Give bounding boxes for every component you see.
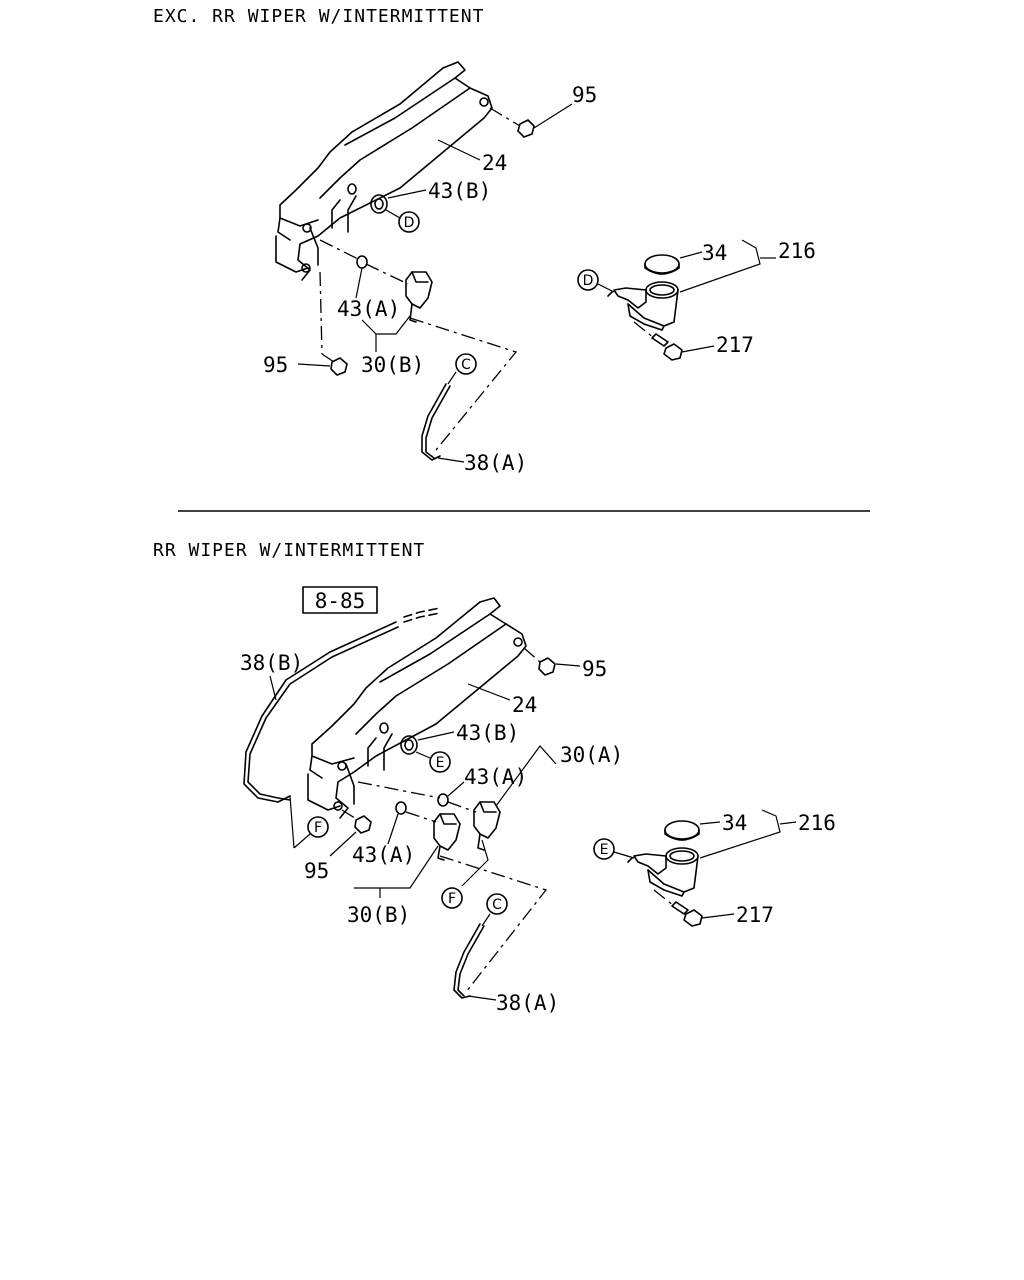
bottom-nozzle-30a <box>473 801 501 851</box>
top-label-34: 34 <box>702 241 727 265</box>
bottom-label-34: 34 <box>722 811 747 835</box>
bottom-hose-38a <box>453 913 491 999</box>
bottom-label-43a-upper: 43(A) <box>464 765 527 789</box>
top-wiper-arm <box>275 61 493 281</box>
top-grommet-43a <box>319 239 409 285</box>
bottom-label-30a: 30(A) <box>560 743 623 767</box>
top-label-95-right: 95 <box>572 83 597 107</box>
top-nut-95-left <box>297 357 348 376</box>
bottom-marker-e-tank <box>593 838 615 860</box>
bottom-marker-e-tank-text: E <box>600 842 609 858</box>
top-marker-d-arm <box>398 211 420 233</box>
bottom-marker-e-arm <box>429 751 451 773</box>
top-label-43a: 43(A) <box>337 297 400 321</box>
top-nut-95-right <box>489 103 573 138</box>
bottom-marker-e-arm-text: E <box>436 755 445 771</box>
bottom-ref-box-text: 8-85 <box>315 589 366 613</box>
top-label-43b: 43(B) <box>428 179 491 203</box>
top-section-title: EXC. RR WIPER W/INTERMITTENT <box>153 6 484 27</box>
top-marker-c-text: C <box>461 357 471 373</box>
top-grommet-43b <box>370 189 427 214</box>
top-marker-c <box>455 353 477 375</box>
bottom-label-95-left: 95 <box>304 859 329 883</box>
bottom-ref-box <box>302 586 378 614</box>
top-label-216: 216 <box>778 239 816 263</box>
top-tank-assembly <box>607 254 680 331</box>
top-label-217: 217 <box>716 333 754 357</box>
bottom-marker-f-left <box>307 816 329 838</box>
top-bolt-217 <box>633 321 715 361</box>
bottom-marker-f-mid-text: F <box>448 891 456 907</box>
top-hose-38a <box>421 371 457 461</box>
top-marker-d-arm-text: D <box>404 215 415 231</box>
bottom-grommet-43a-lower <box>395 801 437 823</box>
top-label-30b: 30(B) <box>361 353 424 377</box>
bottom-label-38a: 38(A) <box>496 991 559 1015</box>
bottom-nozzle-30b <box>433 813 461 861</box>
bottom-hose-38b <box>243 621 399 849</box>
bottom-label-95-right: 95 <box>582 657 607 681</box>
bottom-nut-95-right <box>523 647 581 676</box>
bottom-nut-95-left <box>329 815 372 857</box>
bottom-wiper-arm <box>307 597 527 819</box>
top-marker-d-tank-text: D <box>583 273 594 289</box>
bottom-marker-f-left-text: F <box>314 820 322 836</box>
bottom-marker-c <box>486 893 508 915</box>
bottom-label-216: 216 <box>798 811 836 835</box>
bottom-label-43a-lower: 43(A) <box>352 843 415 867</box>
top-nozzle-30b <box>405 271 433 323</box>
bottom-label-30b: 30(B) <box>347 903 410 927</box>
bottom-marker-f-mid <box>441 887 463 909</box>
top-label-38a: 38(A) <box>464 451 527 475</box>
bottom-grommet-43b <box>400 731 455 755</box>
bottom-label-43b: 43(B) <box>456 721 519 745</box>
bottom-label-38b: 38(B) <box>240 651 303 675</box>
top-label-24: 24 <box>482 151 507 175</box>
bottom-bolt-217 <box>653 889 735 927</box>
top-marker-d-tank <box>577 269 599 291</box>
bottom-section-title: RR WIPER W/INTERMITTENT <box>153 540 425 561</box>
top-label-95-left: 95 <box>263 353 288 377</box>
bottom-label-24: 24 <box>512 693 537 717</box>
bottom-marker-c-text: C <box>492 897 502 913</box>
bottom-grommet-43a-upper <box>357 781 477 813</box>
bottom-label-217: 217 <box>736 903 774 927</box>
bottom-tank-assembly <box>627 820 700 897</box>
